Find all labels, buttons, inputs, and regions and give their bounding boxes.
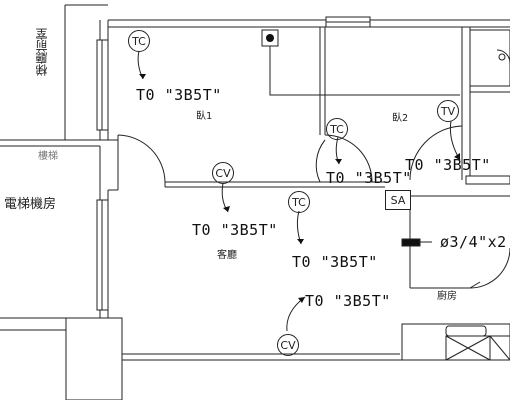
sa-box: SA: [385, 190, 411, 210]
right-fixture: [498, 53, 506, 61]
kitchen-wall-tail: [410, 281, 481, 289]
room1-door-swing: [117, 134, 166, 183]
tc-symbol-room1: TC: [128, 30, 150, 52]
wire-run-top: [269, 40, 460, 96]
tag-right-top: T0 "3B5T": [405, 156, 491, 174]
left-small-label: 樓梯: [38, 151, 58, 162]
room-label-kitchen: 廚房: [437, 291, 457, 302]
room-label-room1: 臥1: [196, 111, 213, 122]
right-door-swing: [409, 125, 463, 181]
arrow-head-3: [454, 153, 460, 160]
right-lower-wall: [465, 175, 510, 185]
conduit-marker: [401, 238, 421, 247]
tag-pipe-size: ø3/4"x2: [440, 233, 507, 251]
cv-symbol-upper: CV: [212, 162, 234, 184]
arrow-head-6: [298, 297, 305, 303]
right-room-box: [469, 29, 510, 87]
tag-room1: T0 "3B5T": [136, 86, 222, 104]
room-label-room2: 臥2: [392, 113, 409, 124]
kitchen-door-swing: [469, 247, 510, 289]
room-label-living: 客廳: [217, 250, 237, 261]
arrow-head-4: [223, 206, 230, 212]
tc-symbol-room2: TC: [326, 118, 348, 140]
arrow-head-2: [335, 159, 342, 164]
tag-living-right: T0 "3B5T": [292, 253, 378, 271]
bottom-column: [65, 317, 123, 400]
junction-box-dot: [266, 34, 274, 42]
tag-living-left: T0 "3B5T": [192, 221, 278, 239]
left-vertical-label: 梯廳前室: [35, 28, 49, 76]
tc-symbol-living: TC: [288, 191, 310, 213]
cv-symbol-lower: CV: [277, 334, 299, 356]
arrow-head-5: [297, 239, 304, 244]
tag-bottom: T0 "3B5T": [305, 292, 391, 310]
cabinet-right: [489, 335, 510, 361]
left-area-label: 電梯機房: [4, 197, 57, 212]
room2-door-swing-b: [315, 139, 326, 183]
arrow-head-1: [139, 74, 146, 79]
tag-room2: T0 "3B5T": [326, 169, 412, 187]
tv-symbol: TV: [437, 100, 459, 122]
